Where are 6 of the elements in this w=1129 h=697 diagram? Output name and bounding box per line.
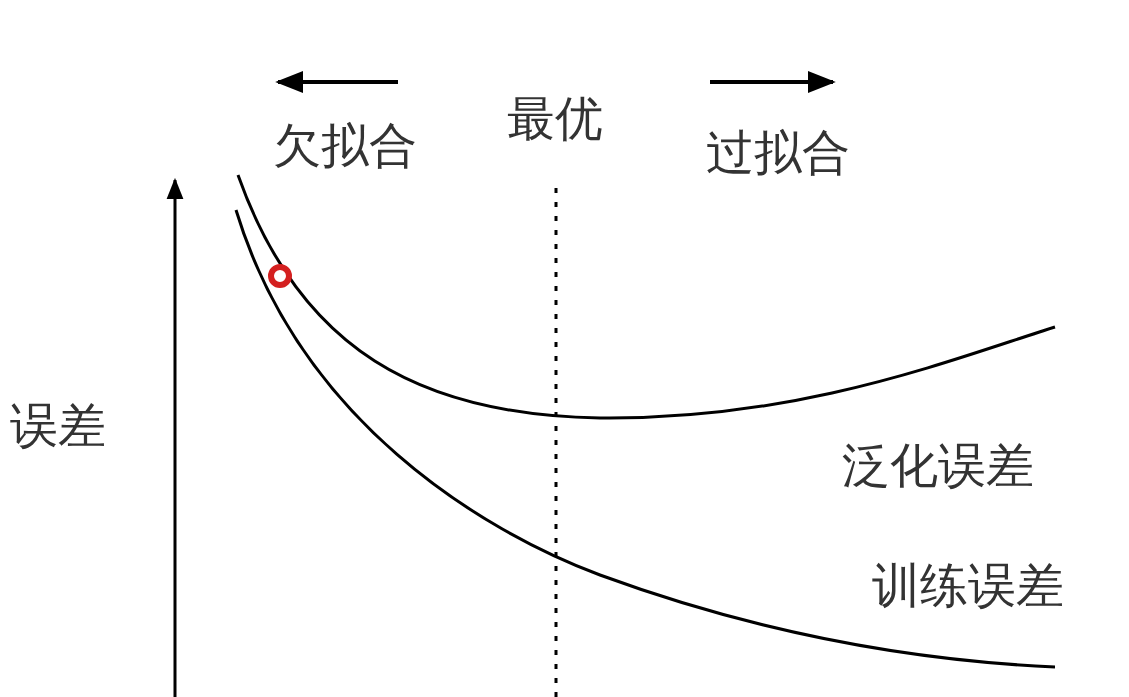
label: 泛化误差 (842, 441, 1034, 489)
label: 误差 (10, 401, 106, 449)
label: 过拟合 (706, 128, 850, 176)
label: 训练误差 (872, 561, 1064, 609)
label: 最优 (507, 94, 603, 142)
label: 欠拟合 (273, 121, 417, 169)
